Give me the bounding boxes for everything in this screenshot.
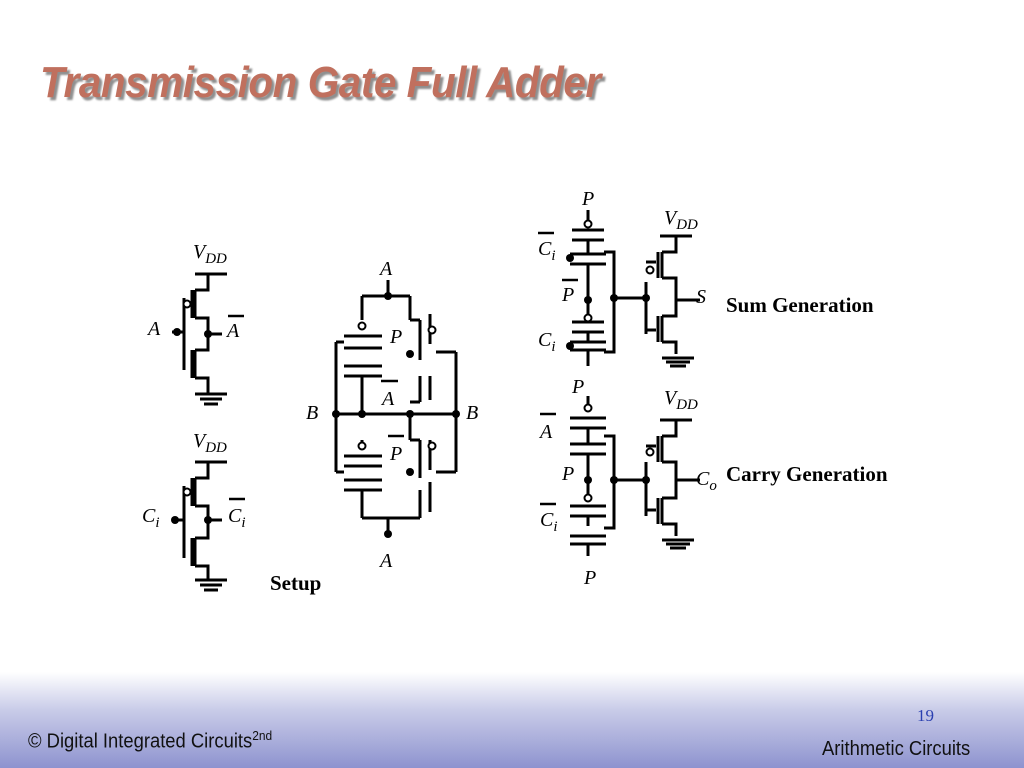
svg-text:Ci: Ci <box>228 505 246 531</box>
input-a-label: A <box>146 318 161 340</box>
svg-text:VDD: VDD <box>664 207 698 233</box>
carry-top-p-label: P <box>571 376 584 398</box>
sum-generation: P Ci P Ci VDD S Sum Generation <box>538 188 874 368</box>
output-a-bar-label: A <box>225 320 240 342</box>
svg-text:VDD: VDD <box>193 430 227 456</box>
mid-b-right-label: B <box>466 402 478 424</box>
carry-p-label: P <box>561 463 574 485</box>
carry-bottom-p-label: P <box>583 567 596 589</box>
setup-label: Setup <box>270 571 321 595</box>
sum-generation-label: Sum Generation <box>726 293 874 317</box>
mid-p-bar-label: P <box>389 443 402 465</box>
mid-top-a-label: A <box>378 258 393 280</box>
slide-title: Transmission Gate Full Adder <box>40 58 601 107</box>
sum-output-s-label: S <box>696 286 706 308</box>
sum-p-bar-label: P <box>561 284 574 306</box>
carry-generation: P A P Ci P VDD Co Carry Generation <box>538 376 888 589</box>
svg-text:VDD: VDD <box>193 241 227 267</box>
mid-a-bar-label: A <box>380 388 395 410</box>
mid-b-left-label: B <box>306 402 318 424</box>
svg-text:VDD: VDD <box>664 387 698 413</box>
page-number: 19 <box>917 706 934 725</box>
sum-top-p-label: P <box>581 188 594 210</box>
sum-ci-label: C <box>538 329 552 351</box>
mid-bottom-a-label: A <box>378 550 393 572</box>
inverter-a: VDD A A <box>146 241 244 406</box>
vdd-label: V <box>193 241 208 263</box>
footer-band <box>0 672 1024 768</box>
svg-text:Ci: Ci <box>538 329 556 355</box>
svg-text:Ci: Ci <box>538 238 556 264</box>
svg-text:Ci: Ci <box>142 505 160 531</box>
xor-network: A P A P B B A <box>306 258 478 572</box>
carry-output-co-label: C <box>696 468 710 490</box>
footer-topic: Arithmetic Circuits <box>822 738 971 760</box>
output-ci-bar-label: C <box>228 505 242 527</box>
sum-ci-bar-label: C <box>538 238 552 260</box>
svg-text:Co: Co <box>696 468 717 494</box>
carry-ci-bar-label: C <box>540 509 554 531</box>
mid-p-label: P <box>389 326 402 348</box>
carry-generation-label: Carry Generation <box>726 462 888 486</box>
footer-copyright: © Digital Integrated Circuits2nd <box>28 728 273 753</box>
carry-a-bar-label: A <box>538 421 553 443</box>
input-ci-label: C <box>142 505 156 527</box>
svg-text:Ci: Ci <box>540 509 558 535</box>
inverter-ci: VDD Ci Ci Setup <box>142 430 321 595</box>
